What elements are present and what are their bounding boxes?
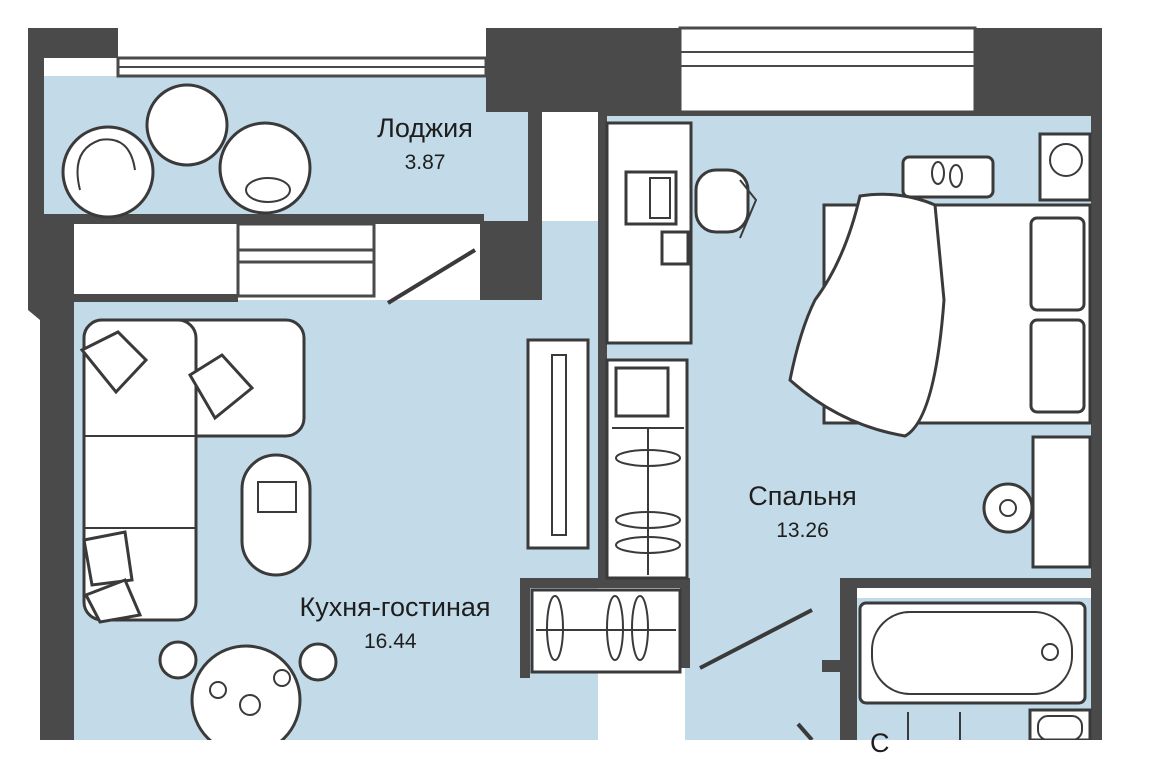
outer-wall-left — [28, 28, 118, 740]
wardrobe-left-wall — [520, 578, 530, 678]
flower-icon — [982, 482, 1034, 534]
room-area: 3.87 — [404, 151, 446, 174]
double-bed-icon — [788, 192, 1092, 438]
slippers-icon — [901, 155, 995, 199]
floor-plan — [28, 26, 1102, 740]
door-icon — [699, 608, 813, 670]
round-table-icon — [145, 83, 229, 167]
bathroom-left-wall — [840, 578, 857, 740]
door-icon — [386, 248, 477, 305]
doors — [386, 248, 814, 740]
laptop-icon — [624, 170, 678, 226]
wall-loggia-top-right — [486, 28, 680, 112]
room-label-bedroom: Спальня 13.26 — [720, 480, 885, 544]
wardrobe-right-wall — [680, 578, 690, 668]
bathroom-top-wall — [840, 578, 1091, 588]
washing-machine-icon — [1038, 132, 1092, 202]
room-label-kitchen-living: Кухня-гостиная 16.44 — [270, 591, 520, 655]
room-label-loggia: Лоджия 3.87 — [345, 112, 505, 176]
window-icon — [236, 222, 376, 298]
wall-top-right — [975, 28, 1102, 112]
armchair-icon — [218, 121, 312, 215]
loggia-furniture — [61, 83, 312, 219]
wardrobe-icon — [530, 588, 682, 674]
blanket — [788, 192, 946, 438]
wall-right — [1091, 28, 1102, 740]
room-name: Спальня — [748, 481, 857, 511]
windows — [116, 26, 977, 298]
room-label-bathroom: С — [870, 727, 910, 759]
room-area: 13.26 — [776, 519, 829, 542]
wardrobe-bottom-wall — [520, 578, 688, 588]
sink-icon — [1028, 708, 1092, 740]
dresser-icon — [1031, 435, 1092, 569]
pillow-icon — [1029, 216, 1086, 312]
hall-pillar — [480, 221, 542, 300]
room-name: С — [870, 728, 890, 758]
loggia-sill — [44, 214, 484, 224]
bathtub-icon — [858, 601, 1087, 705]
bedroom-furniture — [526, 121, 1092, 569]
dining-table-icon — [158, 640, 338, 740]
mousepad — [660, 230, 690, 266]
door-icon — [796, 722, 814, 740]
corridor-floor — [685, 580, 840, 740]
window-icon — [678, 26, 977, 114]
loggia-right-wall — [528, 76, 542, 221]
sofa-icon — [79, 318, 306, 624]
bathroom-furniture — [858, 601, 1092, 740]
armchair-icon — [61, 125, 155, 219]
room-area: 16.44 — [364, 630, 417, 653]
bedroom-left-wall — [598, 112, 607, 582]
ottoman-icon — [240, 453, 312, 577]
office-chair-icon — [694, 168, 758, 239]
pillow-icon — [1029, 318, 1086, 414]
room-name: Кухня-гостиная — [299, 592, 491, 622]
kitchen-living-furniture — [79, 318, 338, 740]
window-icon — [116, 56, 488, 78]
bathroom-stub — [822, 660, 842, 672]
wardrobe-icon — [605, 358, 689, 580]
tv-stand-icon — [526, 338, 590, 550]
room-name: Лоджия — [377, 113, 473, 143]
kitchen-top-wall — [74, 294, 238, 302]
